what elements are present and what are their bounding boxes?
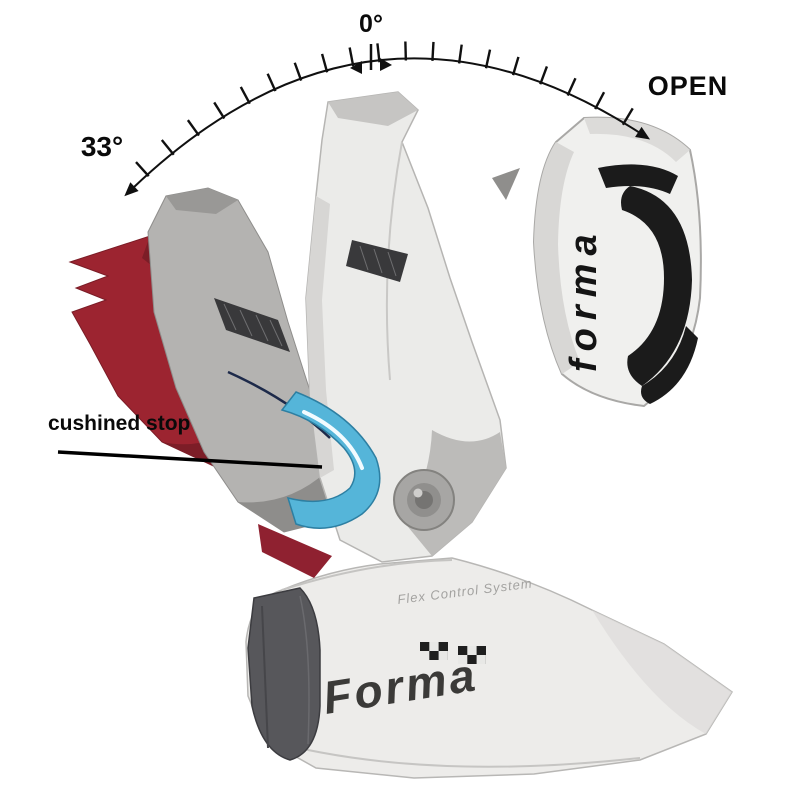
white-shell-right-accent <box>492 168 520 200</box>
cushioned-stop-leader <box>57 450 323 469</box>
zero-arrow-left <box>350 61 362 74</box>
open-label: OPEN <box>648 71 729 101</box>
checker-patch-left <box>420 642 448 660</box>
angle-arc <box>124 41 651 197</box>
angle-zero-label: 0° <box>359 10 383 38</box>
boot-sole-line <box>265 739 641 768</box>
cushion-body <box>280 391 381 529</box>
pivot-hinge <box>393 469 455 531</box>
panel-design-crescent <box>621 186 692 386</box>
heel-guard-facet <box>261 605 269 749</box>
zero-marker <box>350 44 392 74</box>
heel-guard-highlight <box>299 595 310 745</box>
lower-boot: Flex Control System Forma <box>245 557 734 779</box>
red-sliver-lower <box>258 524 332 578</box>
forma-logo-panel: forma <box>563 226 605 372</box>
gray-mesh-vent <box>214 298 290 352</box>
white-mesh-vent <box>346 240 408 282</box>
cushion-blue <box>227 370 381 529</box>
angle-33-label: 33° <box>81 131 123 162</box>
gray-shell-shade-top <box>166 188 238 214</box>
arc-tick-marks <box>135 41 634 177</box>
panel-design-top <box>598 164 678 194</box>
white-shell-top-flap <box>328 92 418 126</box>
cushioned-stop-label: cushined stop <box>48 412 190 435</box>
zero-arrow-right <box>380 58 392 71</box>
boot-collar-line <box>281 559 453 591</box>
open-panel: forma <box>532 116 702 408</box>
open-panel-top-shade <box>584 117 690 162</box>
checker-patch-right <box>458 646 486 664</box>
cushion-highlight <box>302 410 364 470</box>
boot-toe-shade <box>592 610 732 734</box>
open-panel-left-shade <box>534 142 580 374</box>
panel-design-hook <box>641 326 698 404</box>
cushion-navy-line <box>227 370 331 439</box>
arc-arrowheads <box>124 126 651 197</box>
